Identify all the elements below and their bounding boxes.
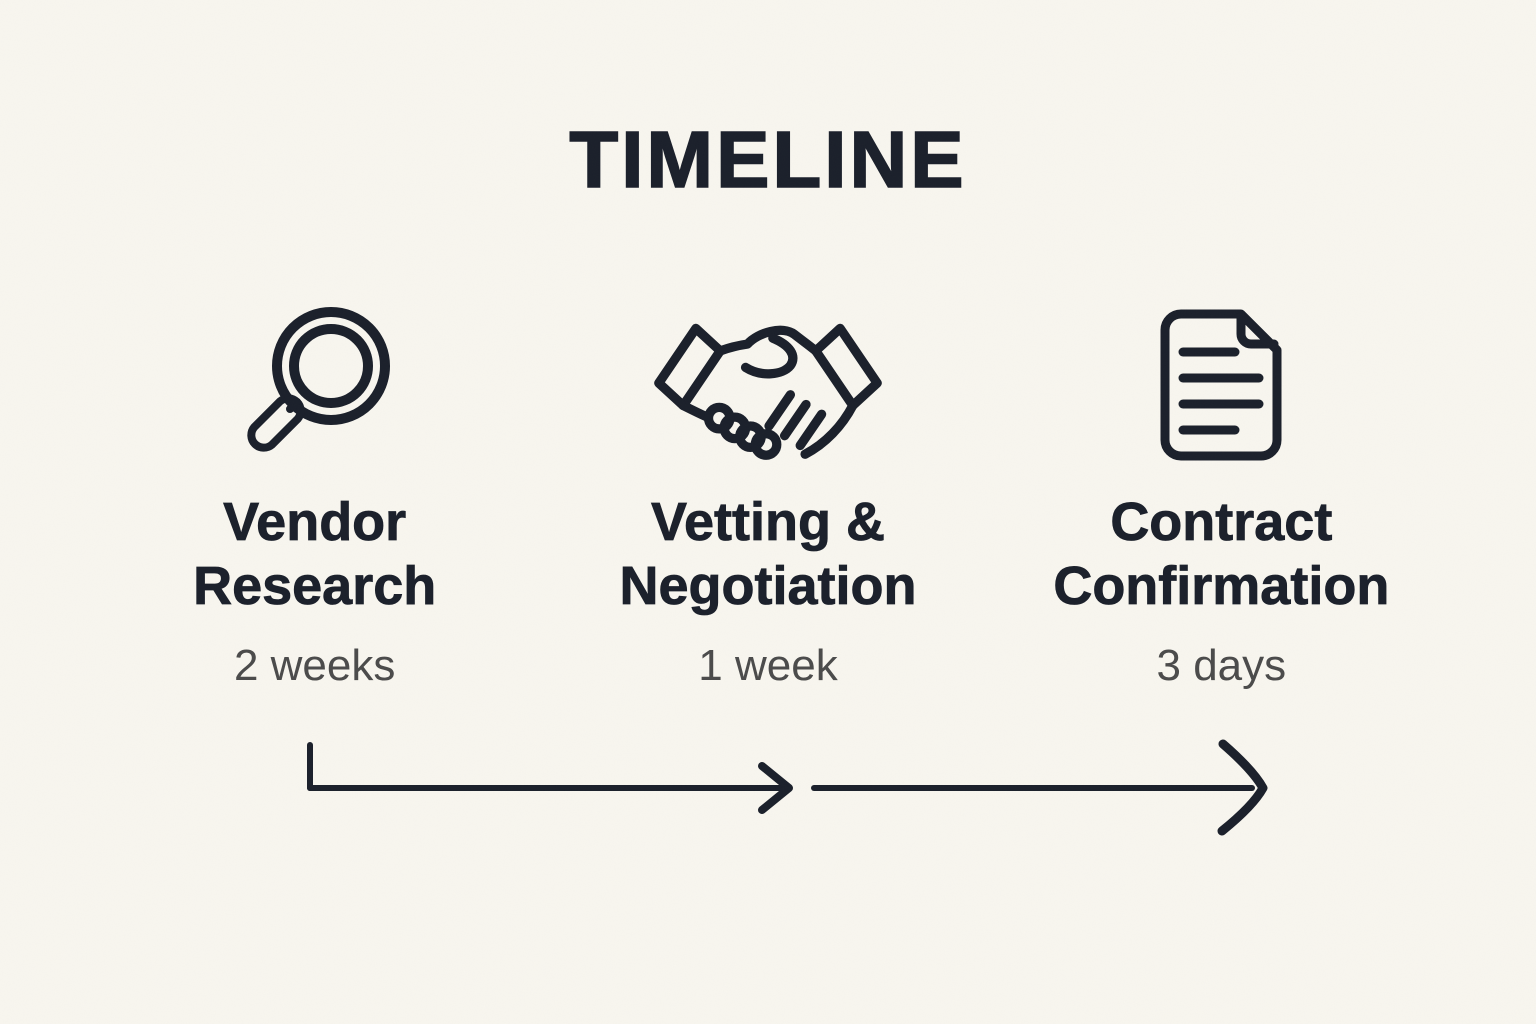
stage-duration: 2 weeks xyxy=(233,641,396,690)
stage-icon-box xyxy=(995,290,1448,480)
stage-icon-box xyxy=(541,290,994,480)
stage-label-line2: Negotiation xyxy=(619,556,917,617)
stage-label: Vetting & Negotiation xyxy=(541,490,994,618)
stage-label-line1: Vendor xyxy=(223,492,407,553)
timeline-arrows xyxy=(307,739,1268,836)
stage-label: Contract Confirmation xyxy=(995,490,1448,618)
stage-label-line2: Research xyxy=(193,556,437,617)
stage-vetting-negotiation: Vetting & Negotiation 1 week xyxy=(541,290,994,692)
stage-label-line2: Confirmation xyxy=(1053,556,1390,617)
page-title: TIMELINE xyxy=(569,115,967,204)
stage-vendor-research: Vendor Research 2 weeks xyxy=(88,290,541,692)
stage-contract-confirmation: Contract Confirmation 3 days xyxy=(995,290,1448,692)
stage-duration: 1 week xyxy=(698,641,838,690)
arrow-stage1-to-stage2 xyxy=(307,742,793,814)
magnifying-glass-icon xyxy=(247,307,390,452)
document-icon xyxy=(1160,309,1282,461)
arrow-stage2-to-stage3 xyxy=(811,739,1268,836)
stages-row: Vendor Research 2 weeks xyxy=(0,290,1536,692)
stage-label-line1: Vetting & xyxy=(650,492,886,553)
stage-label-line1: Contract xyxy=(1110,492,1333,553)
stage-duration: 3 days xyxy=(1156,641,1287,690)
handshake-icon xyxy=(654,323,882,460)
stage-label: Vendor Research xyxy=(88,490,541,618)
stage-icon-box xyxy=(88,290,541,480)
